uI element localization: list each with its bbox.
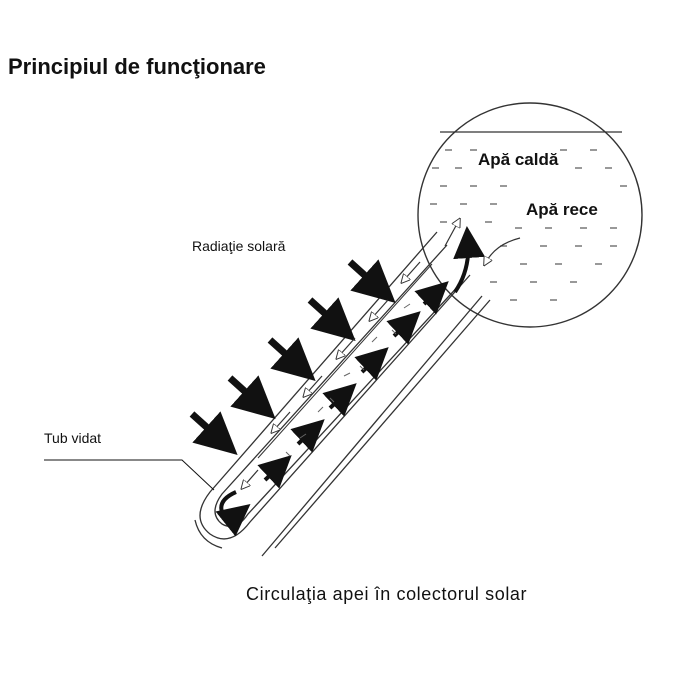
vacuum-tube-label: Tub vidat — [44, 430, 102, 446]
solar-radiation-arrows — [189, 259, 396, 456]
hot-water-flow — [215, 226, 486, 537]
tube-label-pointer — [44, 459, 215, 491]
inner-divider — [257, 263, 433, 459]
flow-marks — [285, 303, 411, 457]
radiation-arrow — [267, 337, 316, 382]
solar-radiation-label: Radiaţie solară — [192, 238, 286, 254]
radiation-arrow — [189, 411, 238, 456]
radiation-arrow — [307, 297, 356, 342]
storage-tank — [417, 102, 643, 328]
diagram-caption: Circulaţia apei în colectorul solar — [246, 584, 528, 604]
radiation-arrow — [227, 375, 276, 420]
hot-water-label: Apă caldă — [478, 150, 559, 169]
radiation-arrow — [347, 259, 396, 304]
cold-water-flow — [244, 222, 521, 486]
cold-water-label: Apă rece — [526, 200, 598, 219]
page-title: Principiul de funcţionare — [8, 54, 266, 79]
